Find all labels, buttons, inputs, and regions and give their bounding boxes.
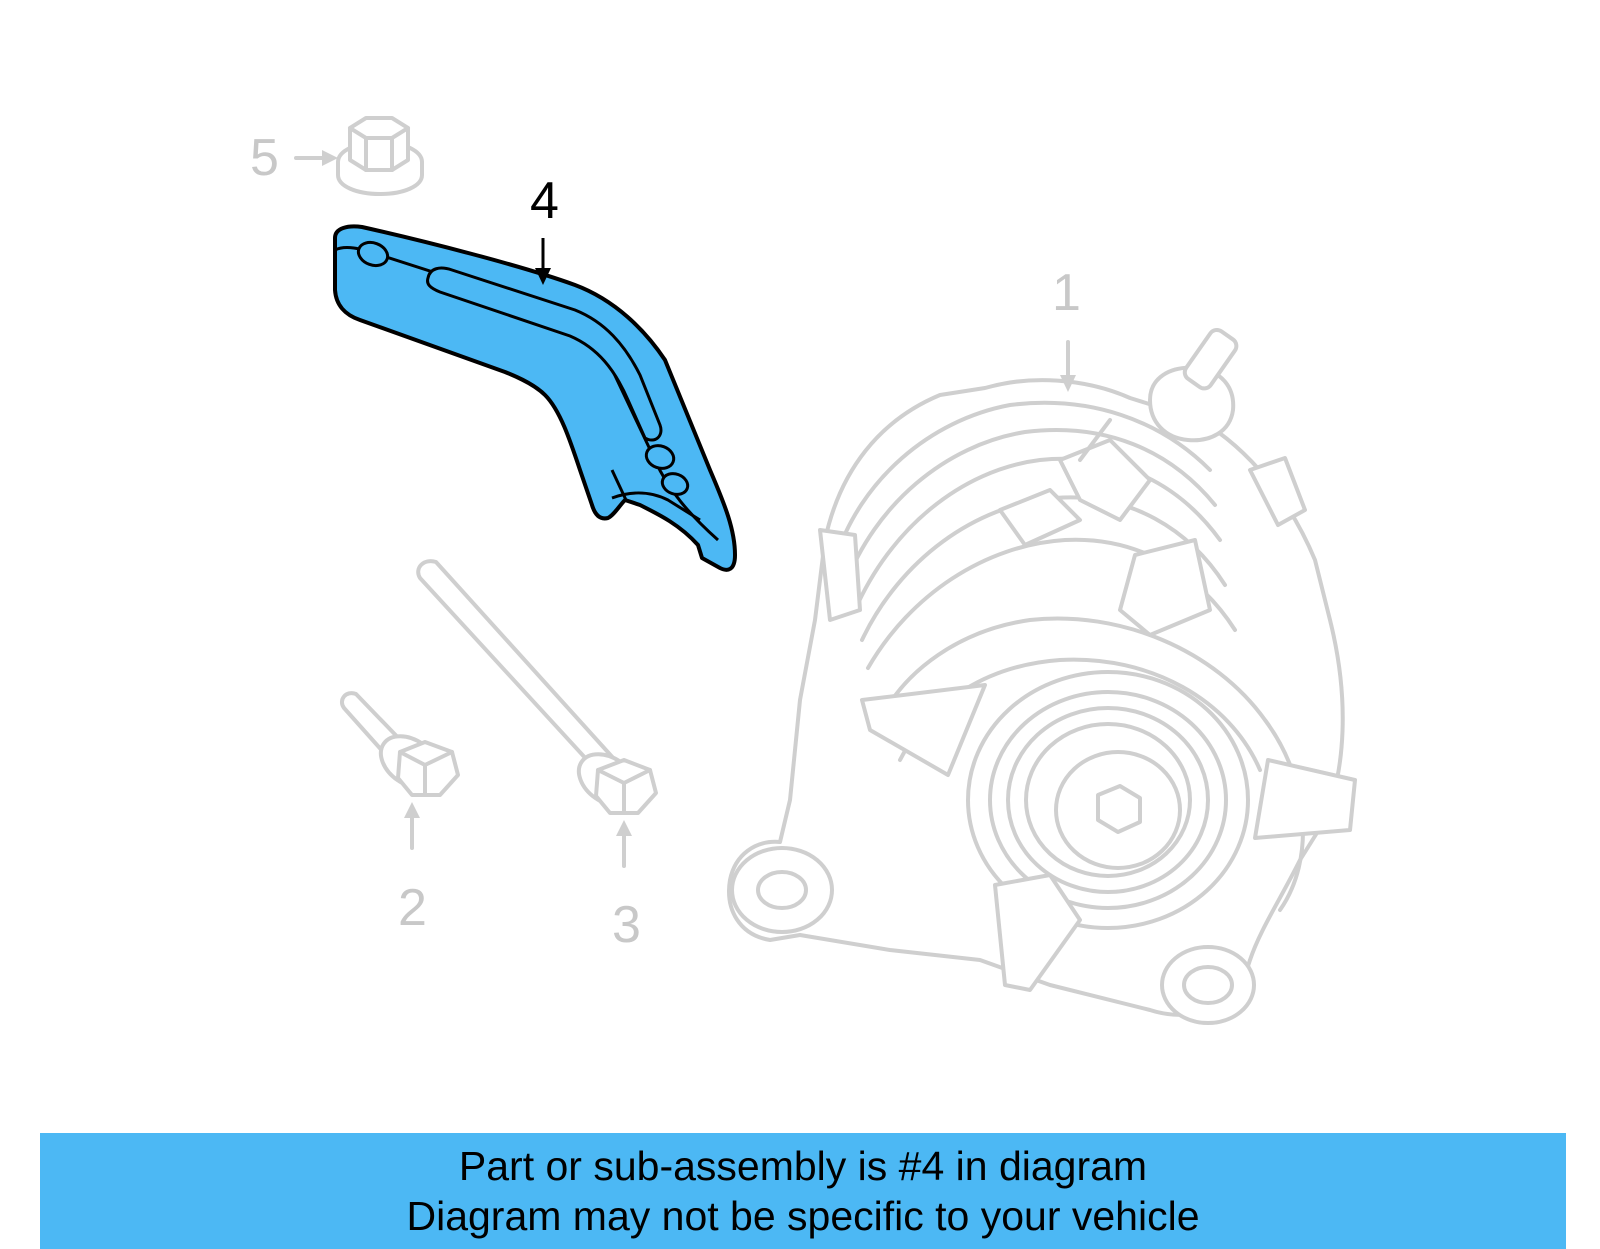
arrow-head-part-5 [322, 150, 338, 166]
info-banner-background [40, 1133, 1566, 1249]
bolt-part-3 [416, 559, 658, 815]
callout-part-1: 1 [1052, 264, 1081, 322]
arrow-head-part-2 [404, 802, 420, 818]
arrow-head-part-3 [616, 820, 632, 836]
banner-line-disclaimer: Diagram may not be specific to your vehi… [406, 1193, 1200, 1239]
callout-part-2: 2 [398, 879, 427, 937]
bolt-part-2 [339, 691, 460, 797]
callout-part-5: 5 [250, 129, 279, 187]
bracket-part-4[interactable] [333, 224, 737, 572]
callout-part-3: 3 [612, 896, 641, 954]
arrow-head-part-4 [535, 268, 551, 285]
banner-line-part-number: Part or sub-assembly is #4 in diagram [458, 1143, 1148, 1189]
arrow-head-part-1 [1060, 375, 1076, 392]
alternator-part-1 [727, 327, 1357, 1025]
info-banner: Part or sub-assembly is #4 in diagram Di… [40, 1133, 1566, 1249]
flange-nut-part-5 [336, 116, 424, 196]
callout-part-4: 4 [530, 172, 559, 230]
